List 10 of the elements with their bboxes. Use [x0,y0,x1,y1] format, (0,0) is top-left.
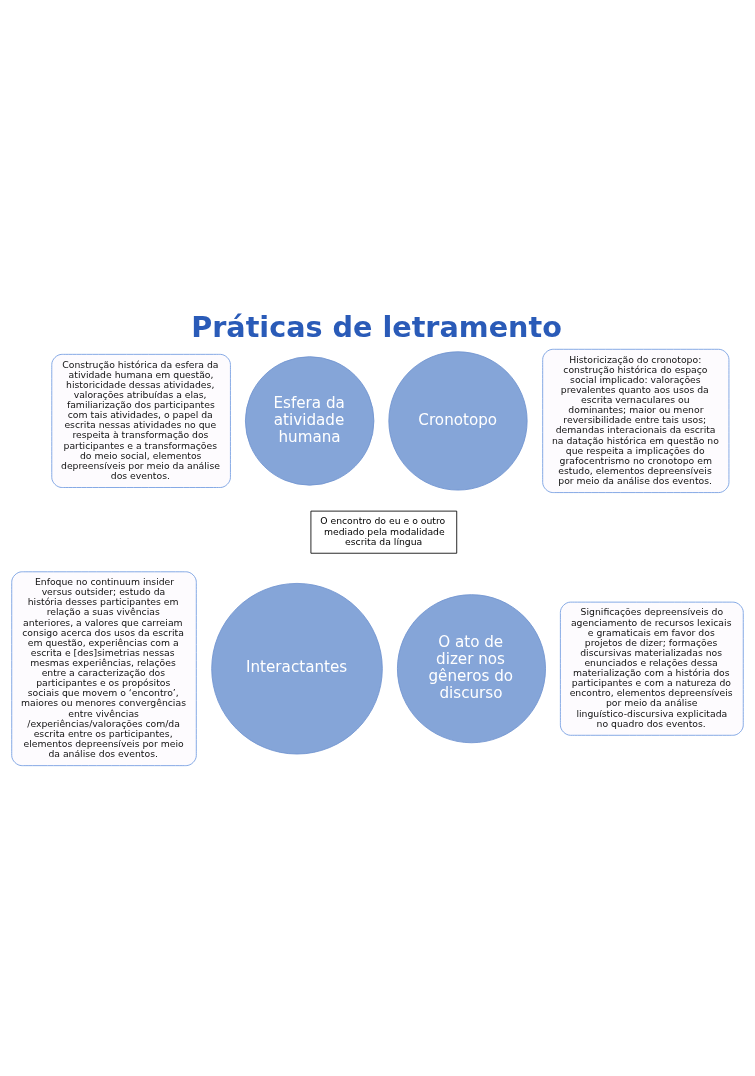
node-box: Construção histórica da esfera da atividade humana em questão, historicidade dessas atividades, valorações atribuídas a elas, familiarização dos participantes com tais atividades, o papel da escrita nessas atividades no que respeita à transformação dos participantes e a transformações do meio social, elementos depreensíveis por meio da análise dos eventos. [51,353,231,488]
node-box: Enfoque no continuum insider versus outsider; estudo da história desses participantes em relação a suas vivências anteriores, a valores que carreiam consigo acerca dos usos da escrita em questão, experiências com a escrita e [des]simetrias nessas mesmas experiências, relações entre a caracterização dos participantes e os propósitos sociais que movem o ‘encontro’, maiores ou menores convergências entre vivências /experiências/valorações com/da escrita entre os participantes, elementos depreensíveis por meio da análise dos eventos. [11,570,197,766]
node-box: Significações depreensíveis do agenciamento de recursos lexicais e gramaticais em favor dos projetos de dizer; formações discursivas materializadas nos enunciados e relações dessa materialização com a história dos participantes e com a natureza do encontro, elementos depreensíveis por meio da análise linguístico-discursiva explicitada no quadro dos eventos. [559,601,744,736]
node-circle: Interactantes [211,582,383,754]
node-circle: O ato de dizer nos gêneros do discurso [397,593,546,743]
node-circle: Cronotopo [388,350,528,490]
node-circle: Esfera da atividade humana [245,355,375,486]
node-box: O encontro do eu e o outro mediado pela modalidade escrita da língua [310,510,458,554]
diagram-title: Práticas de letramento [191,309,562,344]
node-box: Historicização do cronotopo: construção histórica do espaço social implicado: valorações prevalentes quanto aos usos da escrita vernaculares ou dominantes; maior ou menor reversibilidade entre tais usos; demandas interacionais da escrita na datação histórica em questão no que respeita a implicações do grafocentrismo no cronotopo em estudo, elementos depreensíveis por meio da análise dos eventos. [542,348,730,493]
